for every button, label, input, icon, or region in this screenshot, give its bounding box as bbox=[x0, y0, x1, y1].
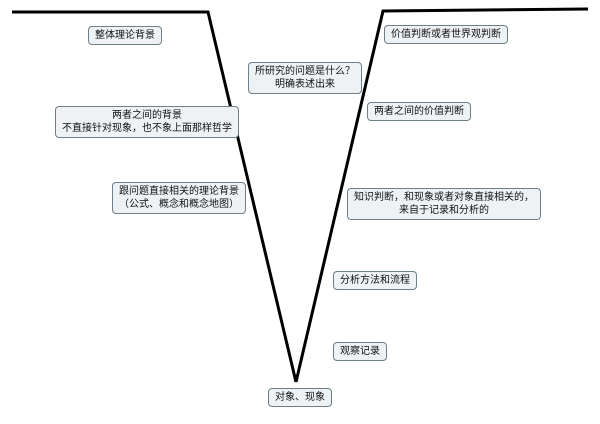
node-text-line: 不直接针对现象，也不象上面那样哲学 bbox=[62, 123, 232, 134]
node-text-line: 知识判断，和现象或者对象直接相关的， bbox=[354, 192, 534, 203]
node-text-line: 两者之间的背景 bbox=[112, 110, 182, 121]
node-text-line: 整体理论背景 bbox=[95, 30, 155, 41]
node-value-or-worldview-judgment[interactable]: 价值判断或者世界观判断 bbox=[384, 25, 508, 44]
node-text-line: 观察记录 bbox=[340, 346, 380, 357]
node-object-phenomenon[interactable]: 对象、现象 bbox=[268, 388, 332, 407]
vee-right-arm bbox=[294, 7, 589, 383]
node-knowledge-judgment[interactable]: 知识判断，和现象或者对象直接相关的， 来自于记录和分析的 bbox=[347, 188, 541, 220]
node-text-line: 跟问题直接相关的理论背景 bbox=[119, 186, 239, 197]
node-overall-theory-background[interactable]: 整体理论背景 bbox=[88, 26, 162, 45]
node-text-line: 两者之间的价值判断 bbox=[374, 106, 464, 117]
node-text-line: 价值判断或者世界观判断 bbox=[391, 29, 501, 40]
node-text-line: （公式、概念和概念地图） bbox=[119, 199, 239, 210]
node-intermediate-background[interactable]: 两者之间的背景 不直接针对现象，也不象上面那样哲学 bbox=[55, 106, 239, 138]
node-text-line: 来自于记录和分析的 bbox=[399, 205, 489, 216]
node-observation-record[interactable]: 观察记录 bbox=[333, 342, 387, 361]
vee-left-arm bbox=[12, 10, 298, 383]
node-text-line: 所研究的问题是什么？ bbox=[255, 66, 355, 77]
node-intermediate-value-judgment[interactable]: 两者之间的价值判断 bbox=[367, 102, 471, 121]
node-directly-related-theory[interactable]: 跟问题直接相关的理论背景 （公式、概念和概念地图） bbox=[112, 182, 246, 214]
node-research-question[interactable]: 所研究的问题是什么？ 明确表述出来 bbox=[248, 62, 362, 94]
node-text-line: 明确表述出来 bbox=[275, 79, 335, 90]
node-analysis-method[interactable]: 分析方法和流程 bbox=[333, 271, 417, 290]
node-text-line: 对象、现象 bbox=[275, 392, 325, 403]
node-text-line: 分析方法和流程 bbox=[340, 275, 410, 286]
